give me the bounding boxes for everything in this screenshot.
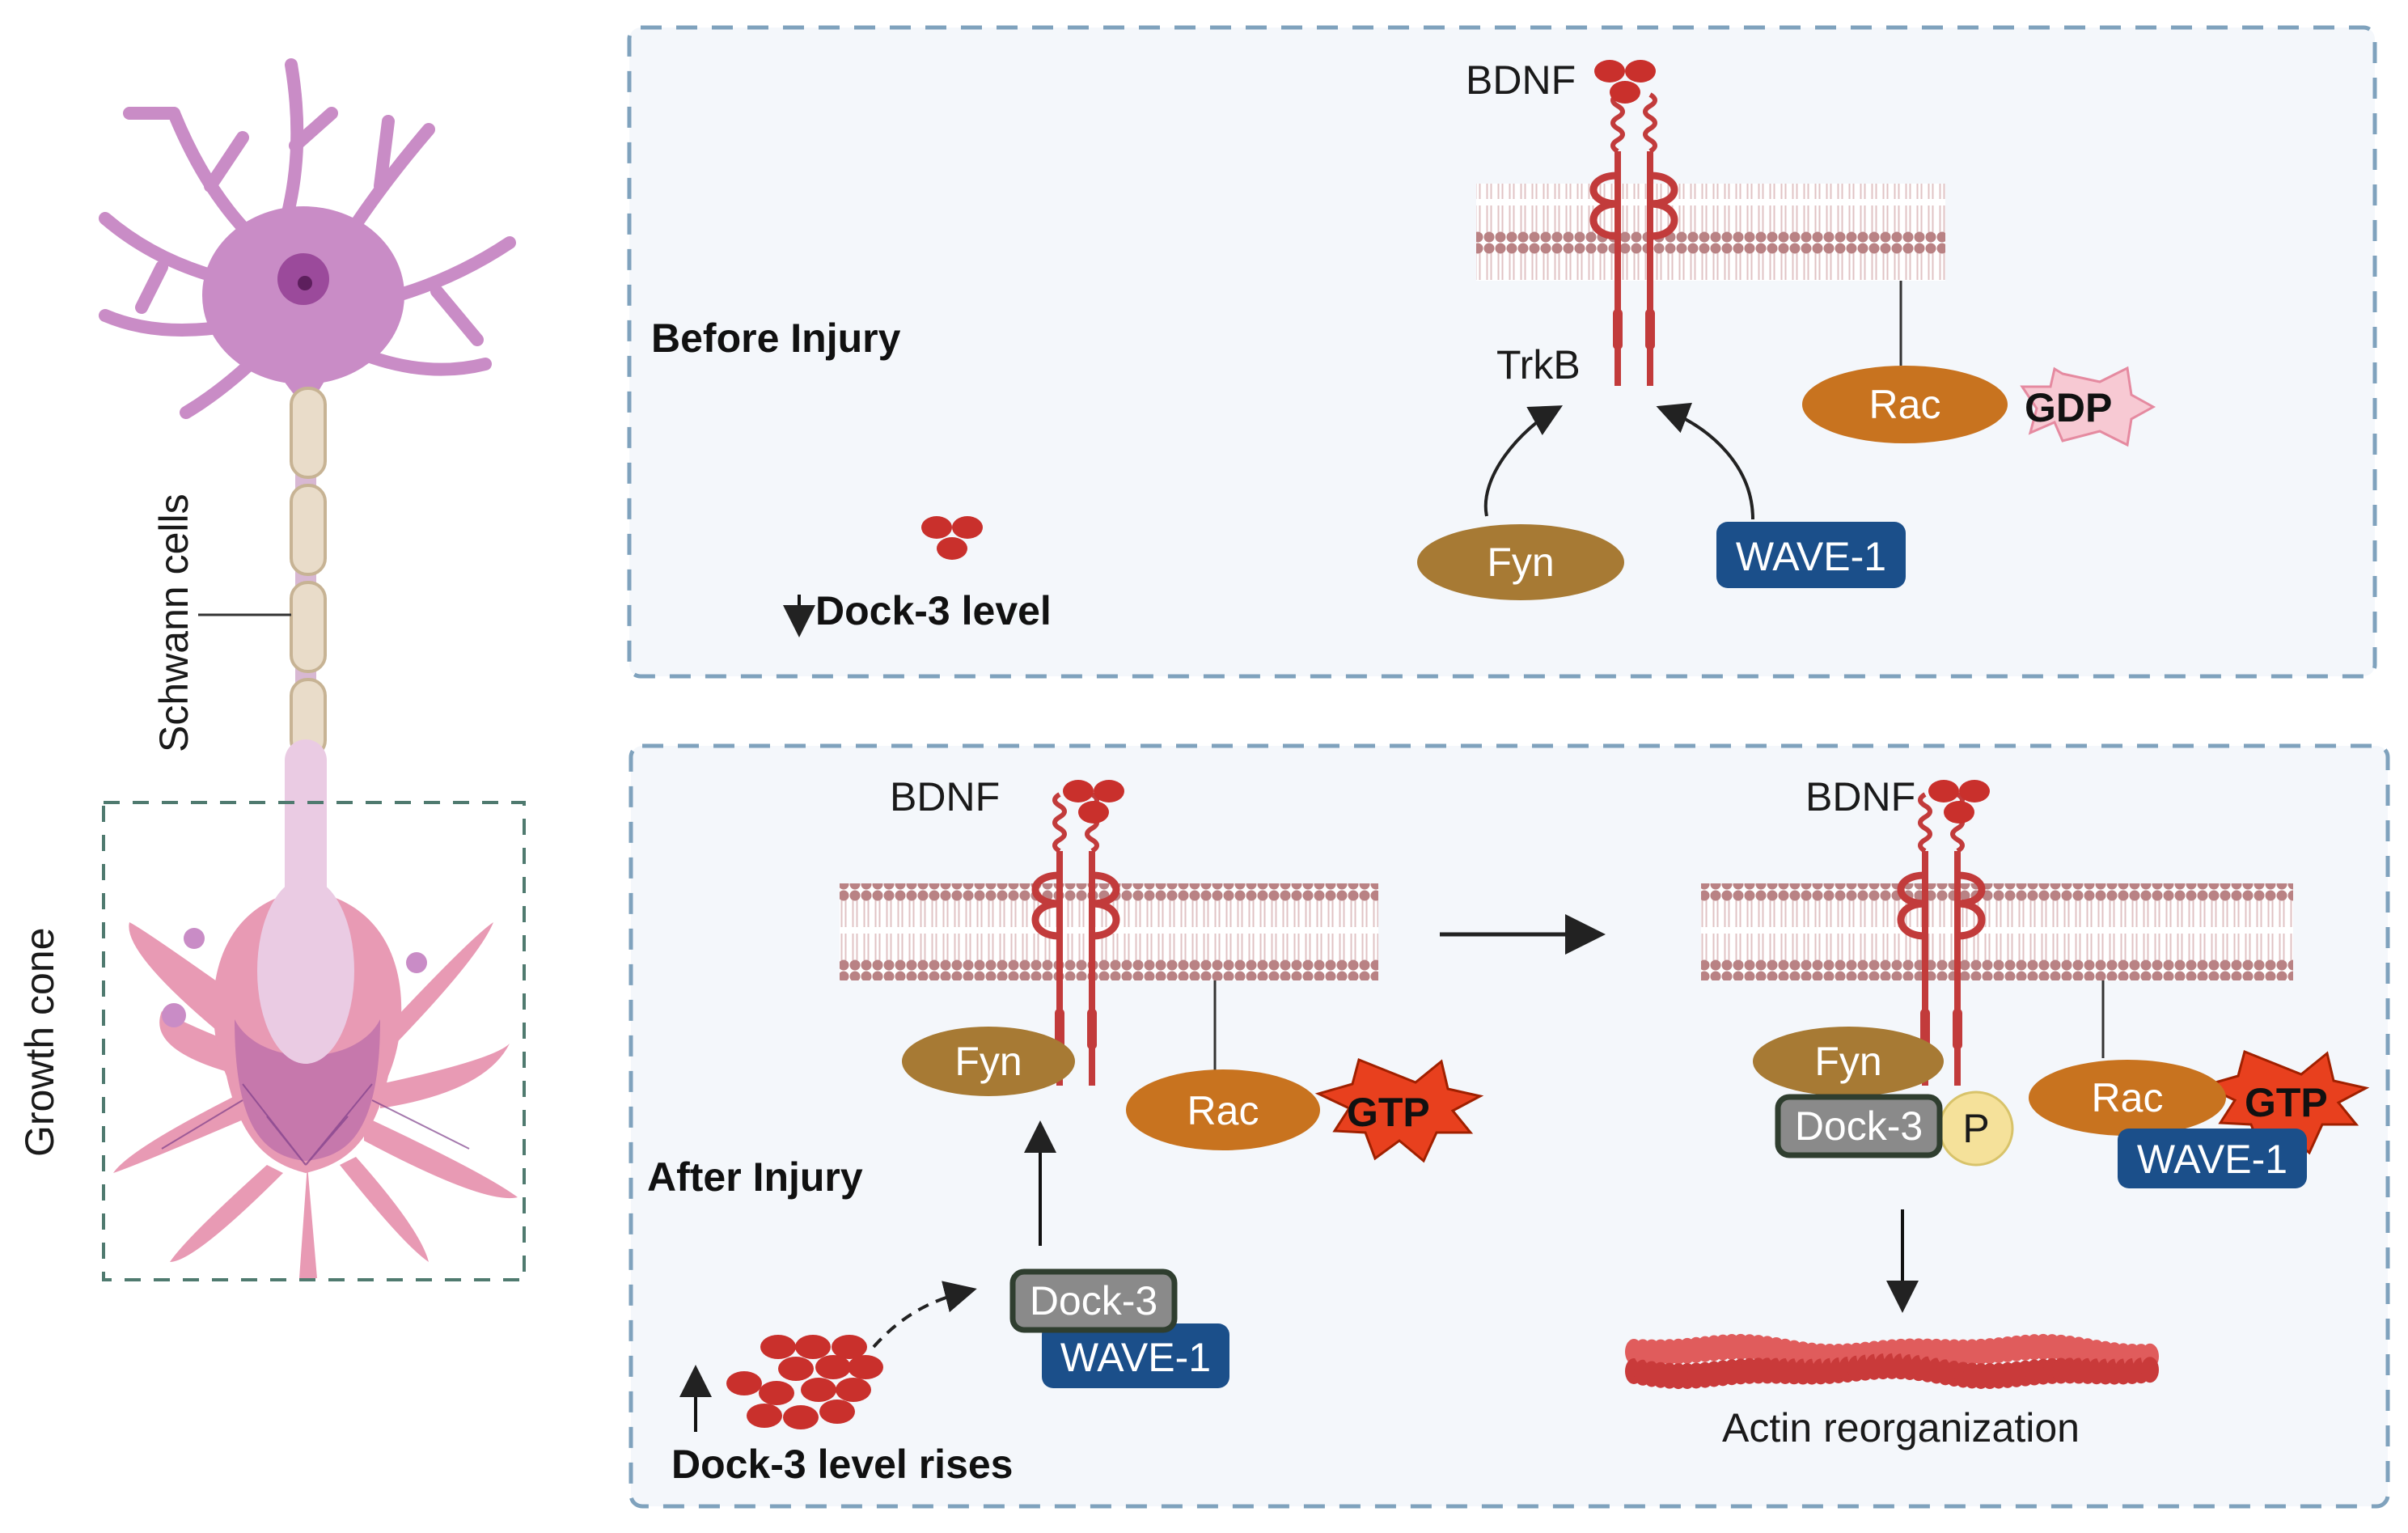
gdp-burst	[2020, 366, 2156, 447]
fyn-label-right: Fyn	[1814, 1039, 1881, 1084]
dock3-label-left: Dock-3	[1030, 1278, 1157, 1323]
fyn-label-left: Fyn	[954, 1039, 1022, 1084]
dock3-label-right: Dock-3	[1795, 1103, 1923, 1149]
rac-label-right: Rac	[2092, 1075, 2164, 1120]
membrane-right	[1701, 883, 2293, 980]
actin-filament	[1625, 1333, 2159, 1390]
fyn-label: Fyn	[1487, 540, 1554, 585]
bdnf-label: BDNF	[1466, 57, 1576, 103]
rac-protein-right	[2029, 1060, 2226, 1136]
trkb-label: TrkB	[1496, 342, 1581, 387]
before-injury-title: Before Injury	[651, 315, 901, 361]
dock3-dashed-arrow	[872, 1281, 977, 1349]
growth-cone-box	[102, 801, 526, 1281]
dock3-rising-cluster	[726, 1335, 883, 1429]
gtp-label-left: GTP	[1347, 1090, 1430, 1135]
rac-label-left: Rac	[1187, 1088, 1259, 1133]
wave1-arrow	[1656, 402, 1754, 520]
wave1-label-left: WAVE-1	[1060, 1335, 1211, 1380]
wave1-protein-right	[2118, 1129, 2307, 1188]
bdnf-label-right: BDNF	[1805, 774, 1915, 819]
neuron-illustration	[99, 58, 526, 1281]
phospho-label: P	[1962, 1106, 1989, 1151]
after-injury-title: After Injury	[647, 1154, 863, 1200]
actin-label: Actin reorganization	[1722, 1405, 2080, 1450]
rac-protein	[1802, 366, 2008, 443]
before-injury-panel: Before Injury BDNF TrkB GDP Rac Fyn WAVE…	[627, 25, 2377, 679]
schwann-cells-label: Schwann cells	[151, 493, 197, 752]
wave1-label-right: WAVE-1	[2137, 1137, 2287, 1182]
wave1-label: WAVE-1	[1736, 534, 1886, 579]
bdnf-label-left: BDNF	[890, 774, 1000, 819]
rac-protein-left	[1126, 1069, 1320, 1150]
schwann-cells	[290, 387, 327, 758]
growth-cone-label: Growth cone	[17, 928, 62, 1157]
rac-label: Rac	[1869, 382, 1941, 427]
dock3-protein-left	[1009, 1268, 1178, 1333]
growth-cone	[113, 878, 518, 1278]
gtp-burst-left	[1314, 1057, 1484, 1163]
dock3-protein-right	[1775, 1094, 1943, 1158]
membrane	[1476, 184, 1945, 281]
gtp-label-right: GTP	[2245, 1080, 2328, 1125]
fyn-protein-right	[1753, 1027, 1944, 1096]
wave1-protein-left	[1042, 1323, 1229, 1388]
gdp-label: GDP	[2025, 385, 2112, 430]
fyn-protein	[1417, 524, 1624, 600]
wave1-protein	[1716, 522, 1906, 588]
dock3-level-label: Dock-3 level	[815, 588, 1052, 633]
after-injury-panel: After Injury BDNF Fyn GTP Rac WAVE-1 Doc…	[628, 743, 2390, 1509]
fyn-arrow	[1483, 405, 1563, 517]
dock3-level-rises-label: Dock-3 level rises	[671, 1442, 1014, 1487]
fyn-protein-left	[902, 1027, 1075, 1096]
